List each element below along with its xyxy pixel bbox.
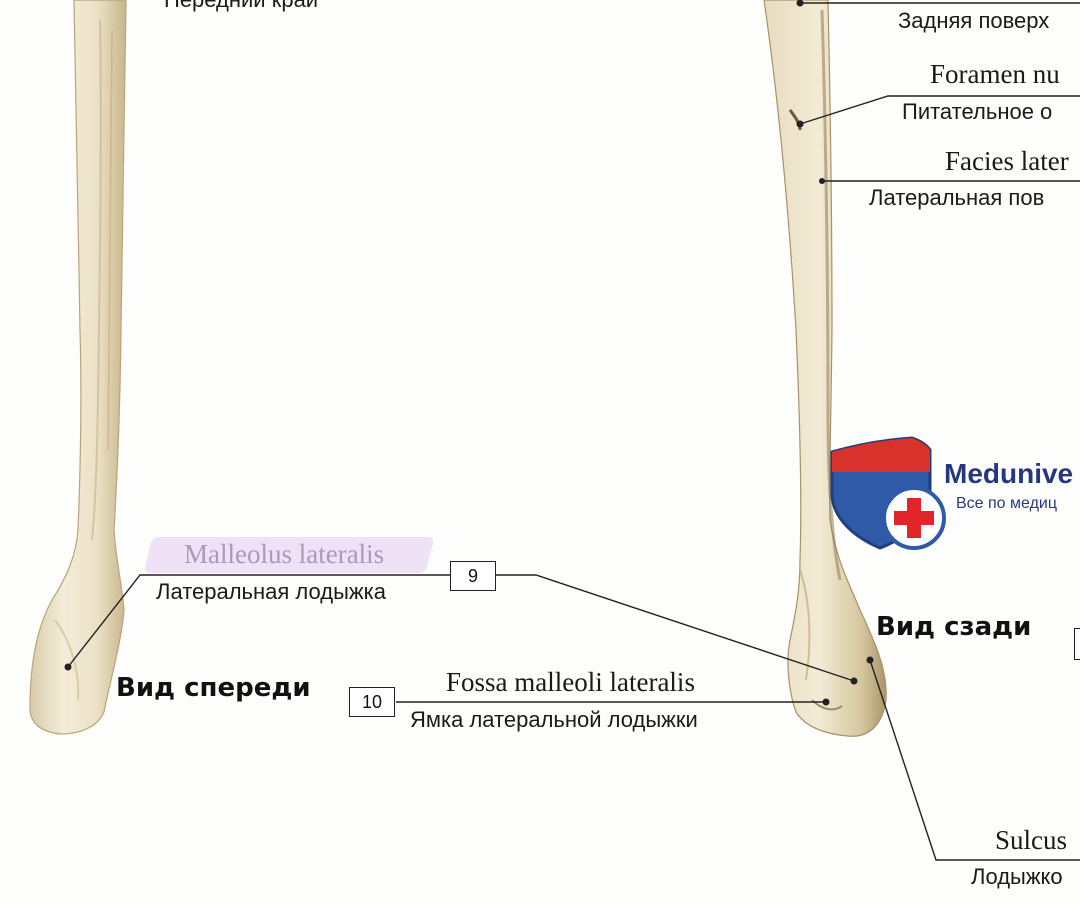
sulcus-latin-label: Sulcus — [995, 825, 1068, 855]
facies-rus-label: Латеральная пов — [869, 185, 1045, 210]
malleolus-rus-label: Латеральная лодыжка — [156, 579, 386, 604]
label-number-10: 10 — [349, 687, 395, 717]
meduniver-logo — [830, 436, 946, 550]
posterior-surface-label: Задняя поверх — [898, 8, 1050, 33]
malleolus-latin-label: Malleolus lateralis — [184, 539, 385, 569]
foramen-latin-label: Foramen nu — [930, 59, 1060, 89]
fibula-back-view — [763, 0, 887, 737]
foramen-rus-label: Питательное о — [902, 99, 1053, 124]
fibula-front-view — [29, 0, 127, 735]
sulcus-rus-label: Лодыжко — [971, 864, 1063, 889]
leader-dots — [64, 0, 874, 706]
label-number-9: 9 — [450, 561, 496, 591]
anterior-border-label: Передний край — [164, 0, 318, 11]
fossa-rus-label: Ямка латеральной лодыжки — [410, 707, 698, 732]
front-view-title: Вид спереди — [116, 673, 311, 703]
watermark-tagline: Все по медиц — [956, 495, 1058, 512]
back-view-title: Вид сзади — [876, 612, 1032, 642]
watermark-name: Medunive — [944, 458, 1074, 489]
partial-number-box — [1074, 628, 1080, 660]
leader-lines — [67, 2, 1080, 861]
fossa-latin-label: Fossa malleoli lateralis — [446, 667, 695, 697]
facies-latin-label: Facies later — [945, 146, 1069, 176]
